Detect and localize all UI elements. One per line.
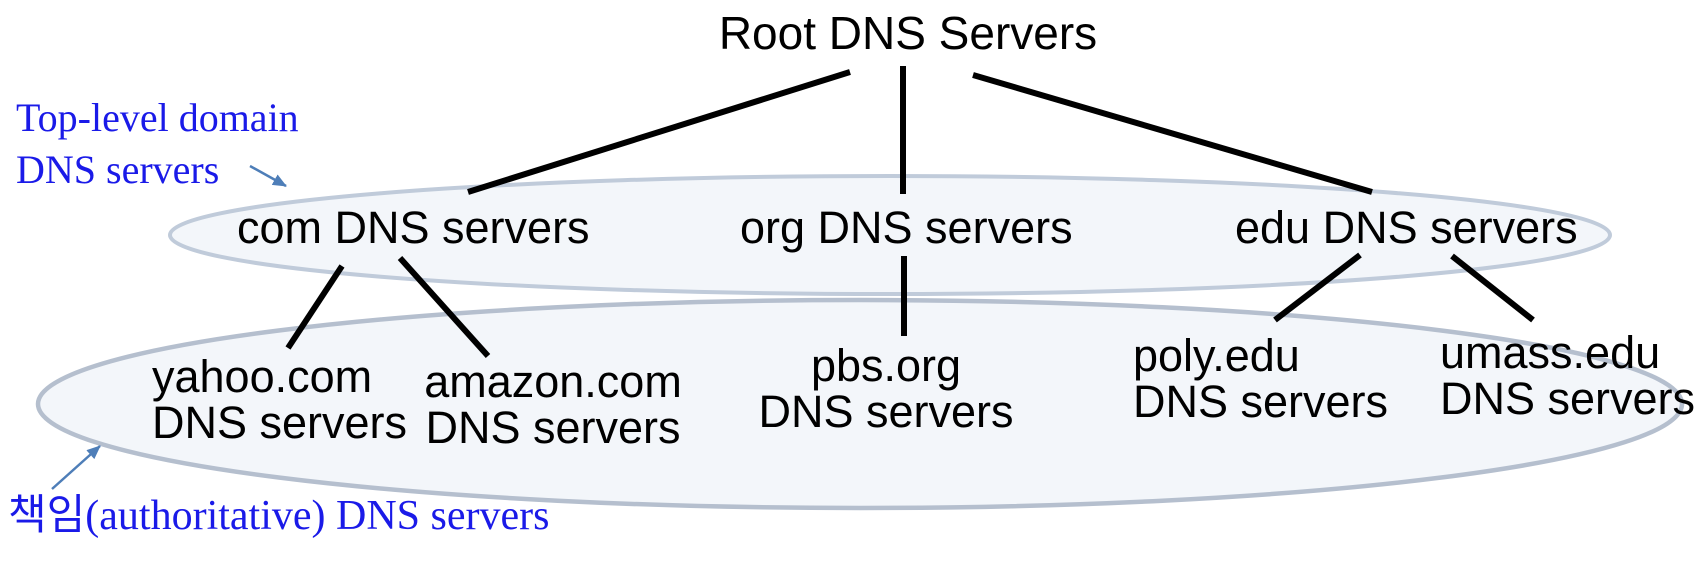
node-line2: DNS servers: [1133, 376, 1389, 427]
node-amazon-dns-servers: amazon.com DNS servers: [424, 359, 682, 451]
diagram-title: Root DNS Servers: [718, 7, 1098, 59]
edge-root-edu: [972, 72, 1373, 195]
authoritative-annotation-korean: 책임: [8, 491, 86, 538]
node-line1: amazon.com: [424, 356, 682, 407]
node-line2: DNS servers: [758, 386, 1014, 437]
node-line1: poly.edu: [1133, 330, 1300, 381]
tld-annotation-line2: DNS servers: [16, 147, 220, 192]
authoritative-annotation-rest: (authoritative) DNS servers: [85, 493, 550, 539]
node-line2: DNS servers: [1440, 373, 1696, 424]
node-line1: pbs.org: [810, 340, 962, 391]
node-line2: DNS servers: [152, 397, 408, 448]
node-pbs-dns-servers: pbs.org DNS servers: [758, 343, 1013, 435]
node-edu-dns-servers: edu DNS servers: [1235, 202, 1578, 253]
authoritative-annotation-arrow-icon: [51, 445, 101, 490]
tld-annotation-line1: Top-level domain: [16, 95, 299, 140]
node-line1: umass.edu: [1440, 327, 1661, 378]
node-yahoo-dns-servers: yahoo.com DNS servers: [152, 354, 407, 446]
node-com-dns-servers: com DNS servers: [237, 202, 590, 253]
node-line2: DNS servers: [425, 402, 681, 453]
authoritative-annotation-label: 책임(authoritative) DNS servers: [8, 490, 549, 541]
edge-edu-poly: [1273, 252, 1362, 323]
node-org-dns-servers: org DNS servers: [740, 202, 1073, 253]
edge-edu-umass: [1450, 253, 1535, 323]
edge-root-com: [467, 69, 851, 195]
node-line1: yahoo.com: [152, 351, 373, 402]
edge-com-amazon: [397, 255, 491, 359]
tld-annotation-label: Top-level domain DNS servers: [16, 92, 299, 196]
edge-com-yahoo: [285, 264, 345, 350]
tld-servers-ellipse: [168, 174, 1612, 296]
tld-annotation-arrow-icon: [249, 164, 287, 188]
authoritative-servers-ellipse: [35, 297, 1685, 511]
node-umass-dns-servers: umass.edu DNS servers: [1440, 330, 1695, 422]
node-poly-dns-servers: poly.edu DNS servers: [1133, 333, 1388, 425]
